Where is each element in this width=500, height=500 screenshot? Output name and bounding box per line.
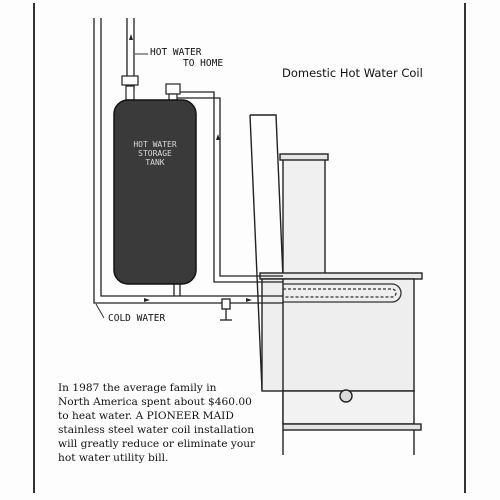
- caption-line-4: stainless steel water coil installation: [58, 424, 255, 436]
- cold-water-label: COLD WATER: [108, 313, 166, 324]
- caption-line-2: North America spent about $460.00: [58, 396, 252, 408]
- stove-upper-box: [282, 157, 326, 279]
- page-border: [33, 3, 466, 493]
- stove-top-plate: [259, 272, 423, 280]
- stove-base: [282, 423, 422, 431]
- diagram-title: Domestic Hot Water Coil: [282, 66, 423, 80]
- caption-line-5: will greatly reduce or eliminate your: [58, 438, 256, 450]
- hot-water-label: HOT WATER: [150, 47, 202, 58]
- tank-label-line-2: STORAGE: [138, 149, 172, 158]
- caption: In 1987 the average family in North Amer…: [58, 381, 308, 465]
- label-leaders: [95, 53, 148, 319]
- stove-vent: [339, 389, 353, 403]
- pipes: [93, 18, 283, 321]
- caption-line-1: In 1987 the average family in: [58, 382, 217, 394]
- hot-water-storage-tank: [113, 99, 197, 285]
- stove: [249, 114, 423, 455]
- flow-arrows: [129, 34, 252, 302]
- tank-label-line-3: TANK: [145, 158, 165, 167]
- tank-label: HOT WATER STORAGE TANK: [118, 140, 192, 167]
- caption-line-3: to heat water. A PIONEER MAID: [58, 410, 234, 422]
- water-coil: [283, 283, 402, 303]
- to-home-label: TO HOME: [183, 58, 224, 69]
- stove-firebox: [261, 278, 415, 392]
- caption-line-6: hot water utility bill.: [58, 452, 169, 464]
- flue-pipe: [250, 114, 284, 279]
- tank-label-line-1: HOT WATER: [133, 140, 177, 149]
